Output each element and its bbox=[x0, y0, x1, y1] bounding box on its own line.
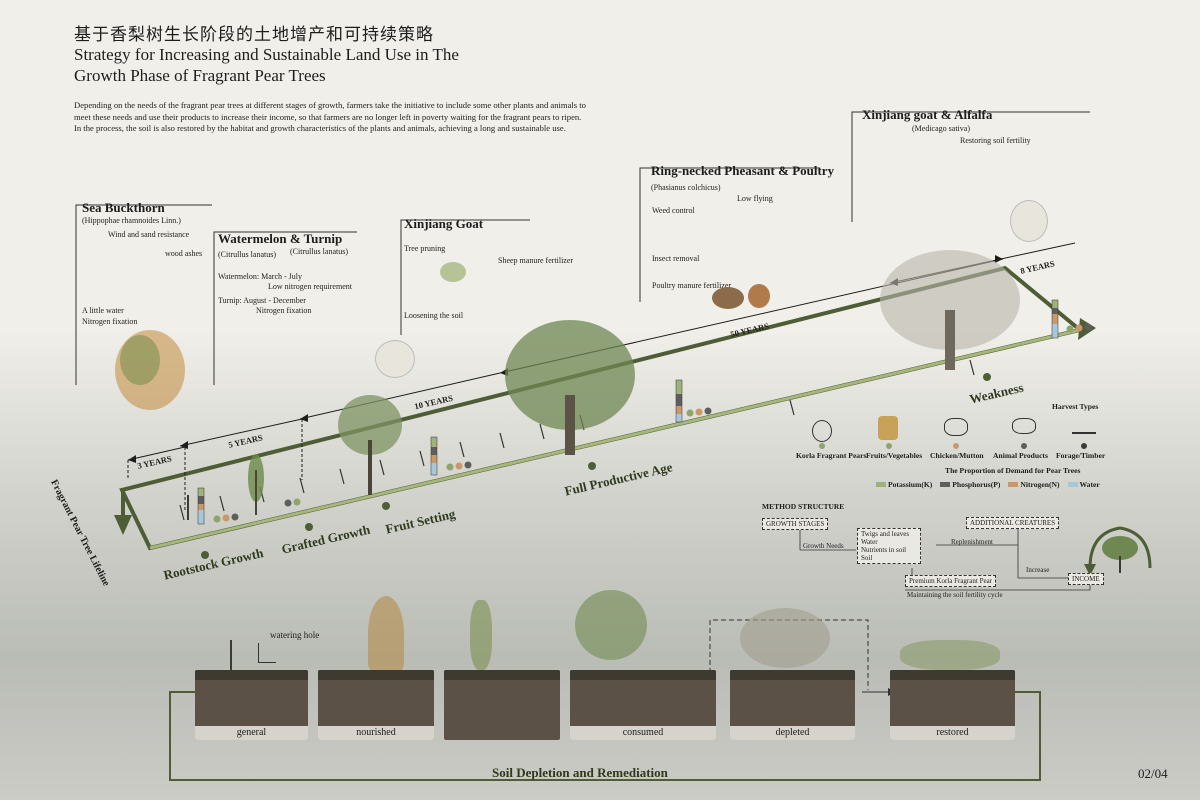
watermelon-nitrogen: Low nitrogen requirement bbox=[268, 282, 352, 291]
plant-depleted bbox=[740, 608, 830, 668]
soil-block-consumed: consumed bbox=[570, 670, 716, 740]
soil-block-nourished: nourished bbox=[318, 670, 434, 740]
method-needs-box: Twigs and leaves Water Nutrients in soil… bbox=[857, 528, 921, 564]
loosening-soil-label: Loosening the soil bbox=[404, 311, 464, 320]
forage-dot bbox=[1081, 443, 1087, 449]
harvest-animal: Animal Products bbox=[993, 451, 1048, 460]
chicken-icon bbox=[748, 284, 770, 308]
alfalfa-latin: (Medicago sativa) bbox=[912, 124, 970, 133]
little-water-label: A little water bbox=[82, 306, 124, 315]
soil-block-depleted: depleted bbox=[730, 670, 855, 740]
watering-hole-label: watering hole bbox=[270, 630, 320, 640]
soil-block-middle bbox=[444, 670, 560, 740]
method-tree-icon bbox=[1084, 526, 1152, 576]
proportion-legend: Potassium(K) Phosphorus(P) Nitrogen(N) W… bbox=[876, 480, 1100, 489]
wind-resistance-label: Wind and sand resistance bbox=[108, 230, 190, 239]
pear-dot bbox=[819, 443, 825, 449]
intro-text: Depending on the needs of the fragrant p… bbox=[74, 100, 586, 133]
goat-title: Xinjiang Goat bbox=[404, 216, 484, 231]
pheasant-latin: (Phasianus colchicus) bbox=[651, 183, 721, 192]
wood-ashes-label: wood ashes bbox=[165, 249, 203, 258]
proportion-title: The Proportion of Demand for Pear Trees bbox=[945, 466, 1081, 475]
watermelon-title: Watermelon & Turnip bbox=[218, 231, 343, 246]
proportion-bars bbox=[197, 299, 1059, 525]
page-number: 02/04 bbox=[1138, 766, 1168, 781]
plant-restored bbox=[900, 640, 1000, 670]
watermelon-season: Watermelon: March - July bbox=[218, 272, 302, 281]
sea-buckthorn-title: Sea Buckthorn bbox=[82, 200, 165, 215]
legend-phosphorus: Phosphorus(P) bbox=[940, 480, 1000, 489]
forage-icon bbox=[1072, 414, 1096, 434]
soil-block-restored: restored bbox=[890, 670, 1015, 740]
method-cycle: Maintaining the soil fertility cycle bbox=[907, 591, 1003, 599]
tree-illustrations bbox=[115, 250, 1020, 520]
harvest-forage: Forage/Timber bbox=[1056, 451, 1106, 460]
sea-buckthorn-latin: (Hippophae rhamnoides Linn.) bbox=[82, 216, 181, 225]
fruits-icon bbox=[878, 416, 898, 440]
watermelon-latin-1: (Citrullus lanatus) bbox=[218, 250, 276, 259]
method-title: METHOD STRUCTURE bbox=[762, 502, 845, 511]
turnip-nitrogen: Nitrogen fixation bbox=[256, 306, 312, 315]
plant-general bbox=[230, 640, 232, 670]
goat-icon bbox=[375, 340, 415, 378]
method-growth-stages: GROWTH STAGES bbox=[762, 518, 829, 530]
method-additional: ADDITIONAL CREATURES bbox=[966, 517, 1060, 529]
harvest-chicken: Chicken/Mutton bbox=[930, 451, 984, 460]
nitrogen-fixation-label: Nitrogen fixation bbox=[82, 317, 138, 326]
legend-potassium: Potassium(K) bbox=[876, 480, 932, 489]
method-increase: Increase bbox=[1026, 566, 1050, 574]
animal-dot bbox=[1021, 443, 1027, 449]
harvest-pears: Korla Fragrant Pears bbox=[796, 451, 867, 460]
method-income: INCOME bbox=[1068, 573, 1104, 585]
method-growth-needs: Growth Needs bbox=[803, 542, 844, 550]
poultry-manure-label: Poultry manure fertilizer bbox=[652, 281, 732, 290]
title-english: Strategy for Increasing and Sustainable … bbox=[74, 45, 459, 85]
insect-removal-label: Insect removal bbox=[652, 254, 700, 263]
soil-title: Soil Depletion and Remediation bbox=[492, 765, 668, 780]
chicken-dot bbox=[953, 443, 959, 449]
turnip-season: Turnip: August - December bbox=[218, 296, 306, 305]
sheep-manure-label: Sheep manure fertilizer bbox=[498, 256, 574, 265]
title-chinese: 基于香梨树生长阶段的土地增产和可持续策略 bbox=[74, 25, 434, 45]
plant-middle bbox=[470, 600, 492, 670]
animal-products-icon bbox=[1012, 418, 1036, 434]
method-replenishment: Replenishment bbox=[951, 538, 993, 546]
soil-block-general: general bbox=[195, 670, 308, 740]
watering-hole-pointer bbox=[258, 643, 276, 663]
pear-icon bbox=[812, 420, 832, 442]
method-premium: Premium Korla Fragrant Pear bbox=[905, 575, 997, 587]
alfalfa-title: Xinjiang goat & Alfalfa bbox=[862, 107, 993, 122]
watermelon-latin-2: (Citrullus lanatus) bbox=[290, 247, 348, 256]
chicken-mutton-icon bbox=[944, 418, 968, 436]
pheasant-icon bbox=[712, 287, 744, 309]
tree-pruning-label: Tree pruning bbox=[404, 244, 446, 253]
harvest-title: Harvest Types bbox=[1052, 402, 1099, 411]
goat-alfalfa-icon bbox=[1010, 200, 1048, 242]
harvest-fruits: Fruits/Vegetables bbox=[866, 451, 923, 460]
low-flying-label: Low flying bbox=[737, 194, 773, 203]
plant-consumed bbox=[575, 590, 647, 660]
fruits-dot bbox=[886, 443, 892, 449]
legend-nitrogen: Nitrogen(N) bbox=[1008, 480, 1060, 489]
restoring-soil-label: Restoring soil fertility bbox=[960, 136, 1031, 145]
legend-water: Water bbox=[1067, 480, 1100, 489]
goat-small-icon bbox=[440, 262, 466, 282]
weed-control-label: Weed control bbox=[652, 206, 695, 215]
plant-nourished bbox=[368, 596, 404, 670]
pheasant-title: Ring-necked Pheasant & Poultry bbox=[651, 163, 835, 178]
